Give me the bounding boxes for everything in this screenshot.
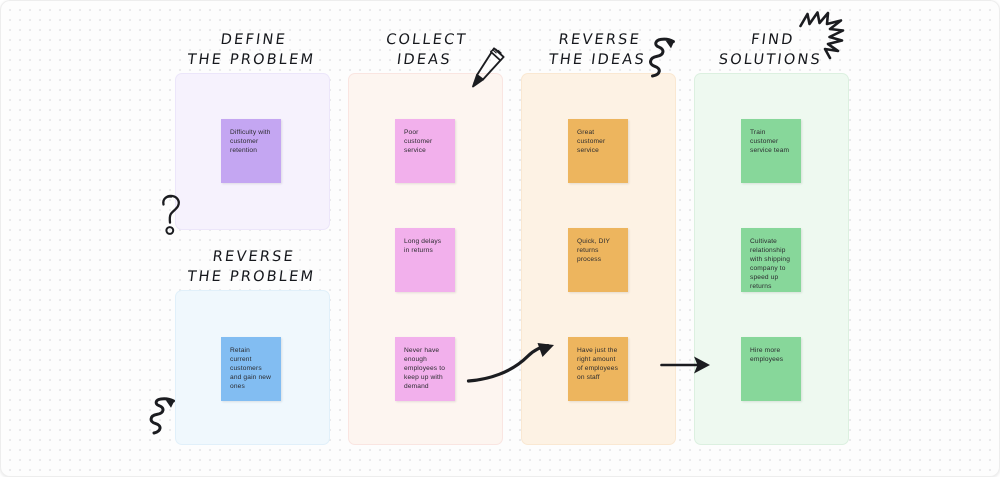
sticky-note-text: Retain current customers and gain new on… [230, 347, 272, 391]
sticky-note-never-have-enough-employees[interactable]: Never have enough employees to keep up w… [395, 337, 455, 401]
sticky-note-great-customer-service[interactable]: Great customer service [568, 119, 628, 183]
sticky-note-retain-current-customers[interactable]: Retain current customers and gain new on… [221, 337, 281, 401]
sticky-note-quick-diy-returns-process[interactable]: Quick, DIY returns process [568, 228, 628, 292]
sticky-note-text: Cultivate relationship with shipping com… [750, 238, 791, 291]
sticky-note-text: Difficulty with customer retention [230, 129, 271, 155]
pencil-icon [470, 46, 508, 90]
sticky-note-text: Never have enough employees to keep up w… [404, 347, 446, 391]
sticky-note-text: Poor customer service [404, 129, 433, 155]
column-title-reverse-the-problem: REVERSE THE PROBLEM [186, 249, 317, 285]
sticky-note-hire-more-employees[interactable]: Hire more employees [741, 337, 801, 401]
sticky-note-text: Long delays in returns [404, 238, 442, 255]
question-mark-icon [158, 194, 186, 240]
curved-arrow-icon [466, 343, 562, 385]
straight-arrow-icon [660, 354, 712, 376]
squiggle-arrow-up-icon [647, 36, 683, 80]
sticky-note-poor-customer-service[interactable]: Poor customer service [395, 119, 455, 183]
sticky-note-difficulty-with-customer-retention[interactable]: Difficulty with customer retention [221, 119, 281, 183]
sticky-note-text: Hire more employees [750, 347, 784, 364]
sticky-note-long-delays-in-returns[interactable]: Long delays in returns [395, 228, 455, 292]
sticky-note-have-just-the-right-amount-of-employees[interactable]: Have just the right amount of employees … [568, 337, 628, 401]
column-title-define-the-problem: DEFINE THE PROBLEM [186, 32, 317, 68]
sticky-note-text: Have just the right amount of employees … [577, 347, 619, 382]
sparkle-burst-icon [797, 8, 853, 60]
sticky-note-text: Great customer service [577, 129, 606, 155]
sticky-note-text: Train customer service team [750, 129, 790, 155]
sticky-note-cultivate-relationship-with-shipping-company[interactable]: Cultivate relationship with shipping com… [741, 228, 801, 292]
sticky-note-text: Quick, DIY returns process [577, 238, 610, 264]
squiggle-arrow-up-icon [148, 396, 184, 436]
sticky-note-train-customer-service-team[interactable]: Train customer service team [741, 119, 801, 183]
